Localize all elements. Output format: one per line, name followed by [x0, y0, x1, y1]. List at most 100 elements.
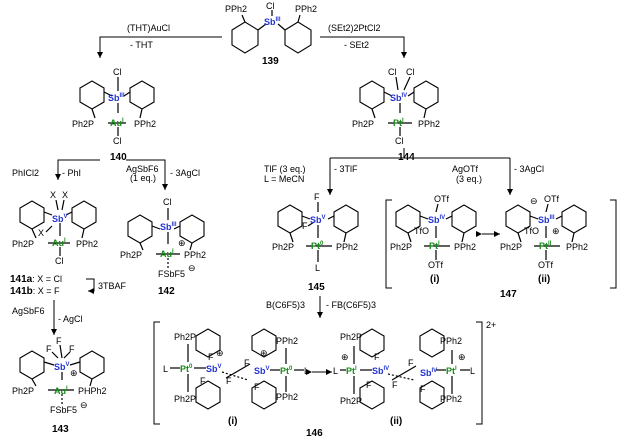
phenyl-ring: [195, 380, 221, 410]
pt-atom: Pt0: [180, 364, 193, 374]
phenyl-ring: [359, 328, 385, 358]
reagent-text: 3TBAF: [98, 281, 127, 291]
phenyl-ring: [231, 21, 259, 54]
phenyl-ring: [127, 214, 153, 244]
reagent-text: AgSbF6: [126, 164, 159, 174]
p-label: PPh2: [134, 119, 156, 129]
sb-atom: SbIII: [160, 222, 177, 232]
p-label: Ph2P: [352, 119, 374, 129]
compound-label: 140: [110, 152, 127, 163]
au-atom: AuI: [160, 249, 174, 259]
arrow-139-to-144: (SEt2)2PtCl2 - SEt2: [320, 23, 407, 58]
reagent-text: (3 eq.): [456, 174, 482, 184]
p-label: PPh2: [440, 394, 462, 404]
compound-146: 2+ L Pt0 SbV ⊕ F F F F SbV ⊕ F Pt0 L Ph2…: [153, 320, 496, 439]
p-label: PPh2: [276, 336, 298, 346]
x-label: X: [50, 190, 56, 200]
tfo-label: TfO: [524, 226, 539, 236]
sb-atom: SbIV: [372, 366, 389, 376]
byproduct-text: - FB(C6F5)3: [326, 300, 376, 310]
f-label: F: [392, 380, 398, 390]
p-label: Ph2P: [72, 119, 94, 129]
p-label: Ph2P: [340, 332, 362, 342]
phenyl-ring: [79, 80, 105, 110]
cl-label: Cl: [406, 67, 415, 77]
compound-142: Cl SbIII AuI ⊕ Ph2P PPh2 FSbF5 ⊖ 142: [120, 197, 206, 297]
f-label: F: [254, 382, 260, 392]
minus-charge: ⊖: [530, 196, 538, 206]
p-label: Ph2P: [272, 242, 294, 252]
resonance-label: (i): [228, 416, 237, 427]
byproduct-text: - SEt2: [344, 40, 369, 50]
compound-139: PPh2 PPh2 Cl SbIII 139: [225, 1, 317, 67]
plus-charge: ⊕: [552, 226, 560, 236]
compound-141: X X X SbV AuI Ph2P PPh2 Cl 141a: X = Cl …: [10, 190, 98, 297]
otf-label: OTf: [538, 260, 553, 270]
pt-atom: Pt0: [280, 366, 293, 376]
sb-atom: SbV: [310, 215, 326, 225]
cl-label: Cl: [395, 136, 404, 146]
compound-144: Cl Cl SbIV PtI Ph2P PPh2 Cl 144: [352, 67, 440, 163]
arrow-141a-to-141b: 3TBAF: [86, 278, 127, 294]
phenyl-ring: [179, 214, 205, 244]
cl-label: Cl: [388, 67, 397, 77]
fsbf5-label: FSbF5: [50, 405, 77, 415]
plus-charge: ⊕: [458, 352, 466, 362]
resonance-label: (ii): [390, 416, 402, 427]
otf-label: OTf: [544, 194, 559, 204]
reagent-text: AgOTf: [452, 164, 479, 174]
p-label: PPh2: [440, 336, 462, 346]
phenyl-ring: [419, 328, 445, 358]
phenyl-ring: [359, 80, 385, 110]
cl-label: Cl: [55, 256, 64, 266]
f-label: F: [420, 384, 426, 394]
phenyl-ring: [19, 350, 45, 380]
compound-label: 143: [52, 424, 69, 435]
f-label: F: [200, 376, 206, 386]
p-label: PPh2: [566, 242, 588, 252]
p-label: Ph2P: [12, 239, 34, 249]
pt-atom: PtI: [346, 366, 357, 376]
plus-charge: ⊕: [341, 352, 349, 362]
sb-atom: SbV: [52, 214, 68, 224]
phenyl-ring: [251, 328, 277, 358]
l-label: L: [163, 364, 168, 374]
phenyl-ring: [505, 204, 531, 234]
f-label: F: [366, 380, 372, 390]
minus-charge: ⊖: [80, 400, 88, 410]
l-label: L: [333, 366, 338, 376]
otf-label: OTf: [434, 194, 449, 204]
arrow-141-to-143: AgSbF6 - AgCl: [12, 300, 83, 335]
byproduct-text: - PhI: [62, 168, 81, 178]
phenyl-ring: [561, 204, 587, 234]
phenyl-ring: [129, 80, 155, 110]
charge-label: 2+: [486, 320, 496, 330]
p-label: PPh2: [418, 119, 440, 129]
bracket-right: [476, 321, 483, 425]
p-label: Ph2P: [500, 242, 522, 252]
sb-atom: SbIV: [390, 93, 407, 103]
bracket-left: [153, 321, 160, 425]
compound-147: OTf TfO SbIV PtI Ph2P PPh2 OTf (i) OTf ⊖…: [385, 194, 617, 300]
reagent-text: (THT)AuCl: [127, 23, 170, 33]
pt-atom: Pt0: [311, 241, 324, 251]
sb-atom: SbV: [54, 362, 70, 372]
f-label: F: [302, 221, 308, 231]
compound-label: 139: [262, 56, 279, 67]
p-label: PHPh2: [78, 386, 107, 396]
phenyl-ring: [71, 200, 97, 230]
pt-atom: PtII: [539, 241, 552, 251]
au-atom: AuI: [54, 386, 68, 396]
compound-145: F F SbV Pt0 Ph2P PPh2 L 145: [272, 192, 359, 293]
phenyl-ring: [413, 80, 439, 110]
p-label: PPh2: [184, 250, 206, 260]
tfo-label: TfO: [414, 226, 429, 236]
sb-atom: SbV: [254, 366, 270, 376]
resonance-label: (ii): [538, 274, 550, 285]
compound-140: Cl SbIII AuI Ph2P PPh2 Cl 140: [72, 67, 156, 163]
l-label: L: [304, 366, 309, 376]
phenyl-ring: [333, 204, 359, 234]
p-label: PPh2: [336, 242, 358, 252]
p-label: PPh2: [276, 392, 298, 402]
reagent-text: (1 eq.): [130, 173, 156, 183]
